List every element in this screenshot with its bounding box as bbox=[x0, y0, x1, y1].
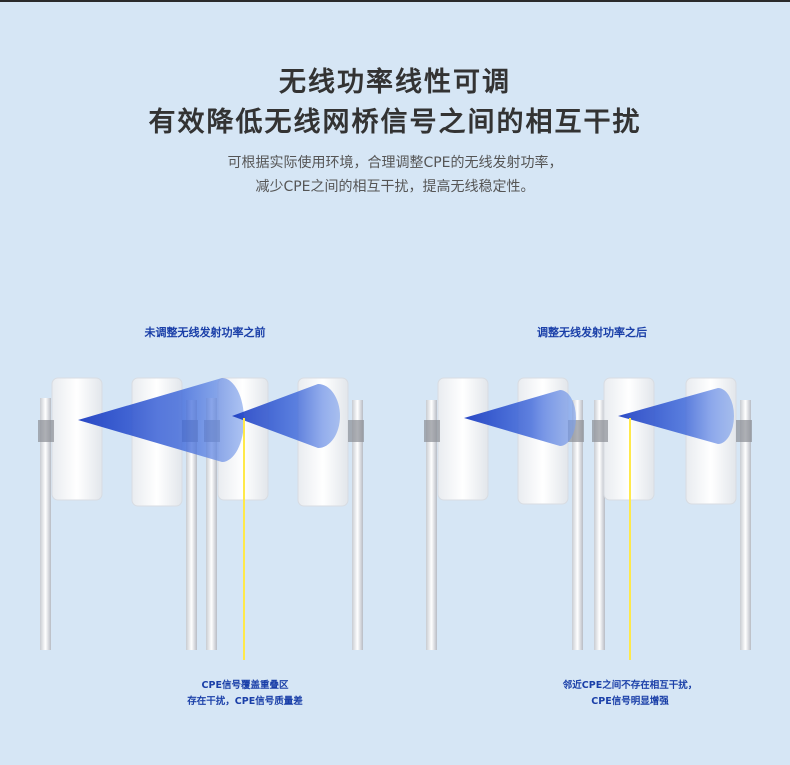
right-panel-note: 邻近CPE之间不存在相互干扰， CPE信号明显增强 bbox=[530, 678, 730, 710]
pole bbox=[352, 400, 363, 650]
pole bbox=[426, 400, 437, 650]
mount-bracket bbox=[348, 420, 364, 442]
pole bbox=[572, 400, 583, 650]
right-panel-label: 调整无线发射功率之后 bbox=[537, 326, 647, 339]
right-note-line-1: 邻近CPE之间不存在相互干扰， bbox=[562, 680, 698, 691]
left-panel-scene bbox=[38, 377, 364, 660]
title-line-2: 有效降低无线网桥信号之间的相互干扰 bbox=[148, 107, 642, 138]
signal-beam-narrow bbox=[464, 390, 576, 446]
left-panel-label: 未调整无线发射功率之前 bbox=[144, 326, 266, 339]
mount-bracket bbox=[424, 420, 440, 442]
right-panel-scene bbox=[424, 377, 752, 660]
subtitle-line-2: 减少CPE之间的相互干扰，提高无线稳定性。 bbox=[255, 179, 535, 195]
cpe-device bbox=[51, 377, 103, 501]
left-note-line-2: 存在干扰，CPE信号质量差 bbox=[187, 696, 303, 707]
pole bbox=[186, 400, 197, 650]
mount-bracket bbox=[38, 420, 54, 442]
right-note-line-2: CPE信号明显增强 bbox=[591, 696, 669, 707]
signal-beam-narrow bbox=[618, 388, 734, 444]
top-divider bbox=[0, 0, 790, 2]
signal-beam-wide bbox=[78, 378, 244, 462]
mount-bracket bbox=[736, 420, 752, 442]
cpe-illustration bbox=[38, 377, 752, 660]
left-note-line-1: CPE信号覆盖重叠区 bbox=[201, 680, 289, 691]
pole bbox=[594, 400, 605, 650]
pole bbox=[740, 400, 751, 650]
mount-bracket bbox=[592, 420, 608, 442]
pole bbox=[40, 398, 51, 650]
subtitle-line-1: 可根据实际使用环境，合理调整CPE的无线发射功率， bbox=[227, 155, 563, 171]
pole bbox=[206, 398, 217, 650]
cpe-device bbox=[437, 377, 489, 501]
signal-beam-wide bbox=[232, 384, 340, 448]
title-line-1: 无线功率线性可调 bbox=[279, 67, 511, 98]
left-panel-note: CPE信号覆盖重叠区 存在干扰，CPE信号质量差 bbox=[150, 678, 340, 710]
